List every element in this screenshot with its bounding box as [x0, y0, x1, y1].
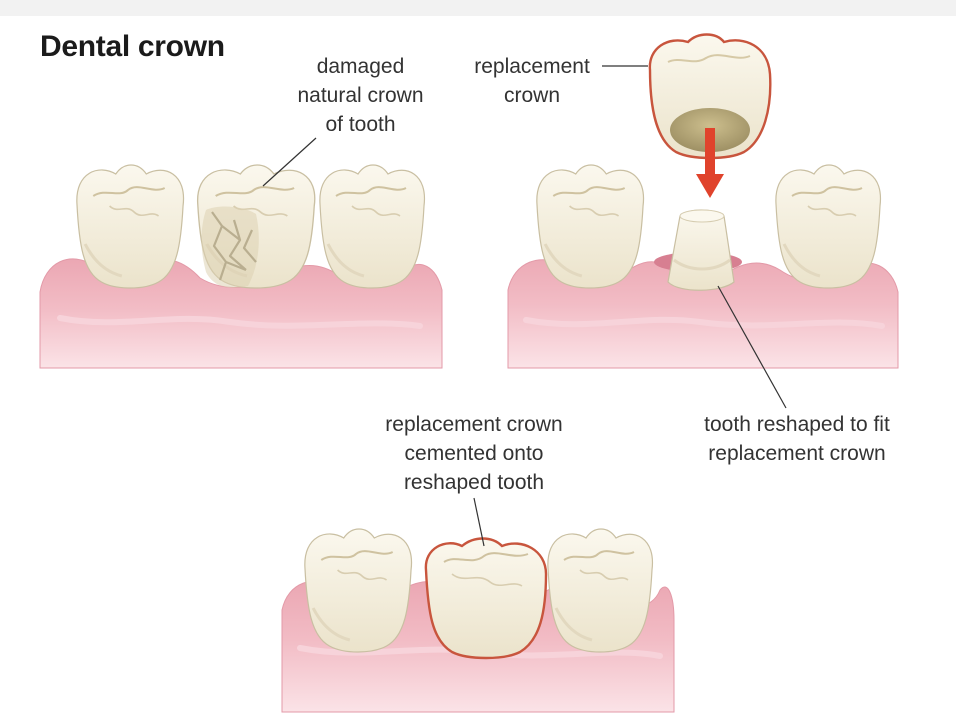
- reshaped-stump: [667, 209, 735, 291]
- tooth-bottom-1: [303, 527, 414, 654]
- top-bar: [0, 0, 956, 16]
- label-reshaped-tooth: tooth reshaped to fit replacement crown: [704, 413, 890, 465]
- leader-cemented: [473, 497, 485, 547]
- leader-damaged: [262, 137, 317, 187]
- panel-damaged-tooth: [39, 137, 443, 369]
- tooth-right-1: [535, 163, 646, 290]
- tooth-right-3: [774, 163, 882, 290]
- tooth-damaged: [195, 163, 317, 290]
- tooth-left-3: [318, 163, 426, 290]
- panel-reshaped-tooth: [507, 33, 899, 409]
- diagram-title: Dental crown: [40, 30, 225, 63]
- panel-cemented-crown: [281, 497, 675, 713]
- tooth-left-1: [75, 163, 186, 290]
- label-damaged-crown: damaged natural crown of tooth: [297, 55, 424, 136]
- down-arrow: [696, 128, 724, 198]
- cemented-crown: [424, 537, 548, 660]
- tooth-bottom-3: [546, 527, 654, 654]
- label-cemented-crown: replacement crown cemented onto reshaped…: [385, 413, 563, 494]
- label-replacement-crown: replacement crown: [474, 55, 590, 107]
- leader-reshaped: [717, 285, 787, 409]
